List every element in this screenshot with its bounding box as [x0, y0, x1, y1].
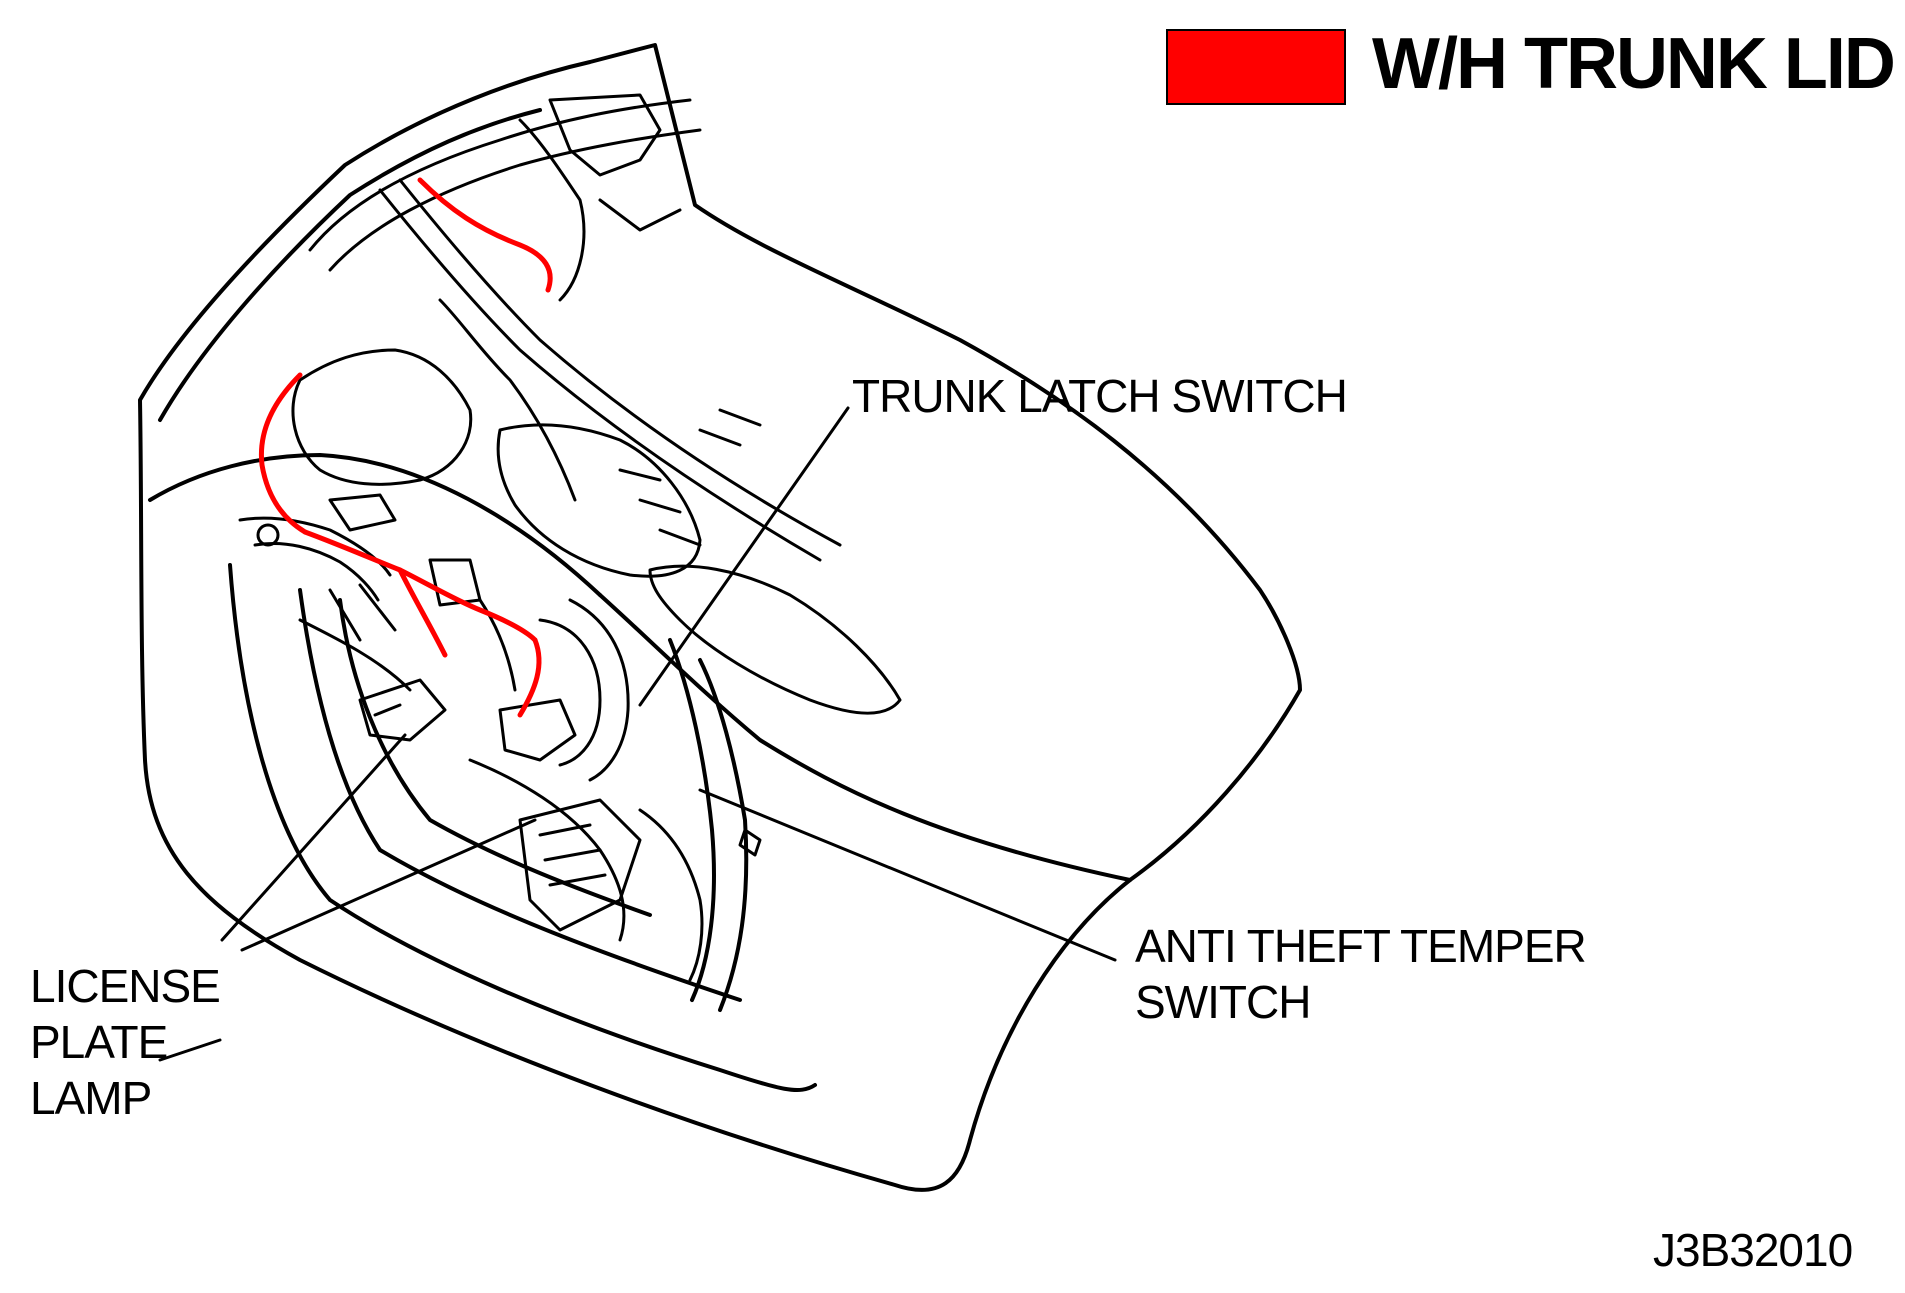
- harness-legend-title: W/H TRUNK LID: [1372, 24, 1896, 104]
- harness-legend-swatch: [1166, 29, 1346, 105]
- figure-code: J3B32010: [1653, 1224, 1853, 1276]
- trunk-lid-inner-frame: [158, 93, 902, 1062]
- leader-trunk-latch-switch: [638, 406, 850, 707]
- label-trunk-latch-switch: TRUNK LATCH SWITCH: [852, 370, 1348, 422]
- label-anti-theft-line-2: SWITCH: [1135, 976, 1311, 1028]
- wire-harness: [258, 177, 553, 718]
- leader-lines: [220, 406, 1117, 962]
- label-license-line-2: PLATE: [30, 1016, 168, 1068]
- leader-license-lamp-2: [240, 818, 537, 952]
- leader-anti-theft-switch: [698, 788, 1117, 962]
- trunk-lid-outer-shell: [138, 43, 1302, 1192]
- label-license-line-3: LAMP: [30, 1072, 152, 1124]
- label-anti-theft-temper-switch: ANTI THEFT TEMPER SWITCH: [1135, 918, 1587, 1030]
- label-license-line-1: LICENSE: [30, 960, 221, 1012]
- leader-license-lamp-1: [220, 733, 407, 942]
- label-anti-theft-line-1: ANTI THEFT TEMPER: [1135, 920, 1587, 972]
- label-license-plate-lamp: LICENSE PLATE LAMP: [30, 958, 221, 1126]
